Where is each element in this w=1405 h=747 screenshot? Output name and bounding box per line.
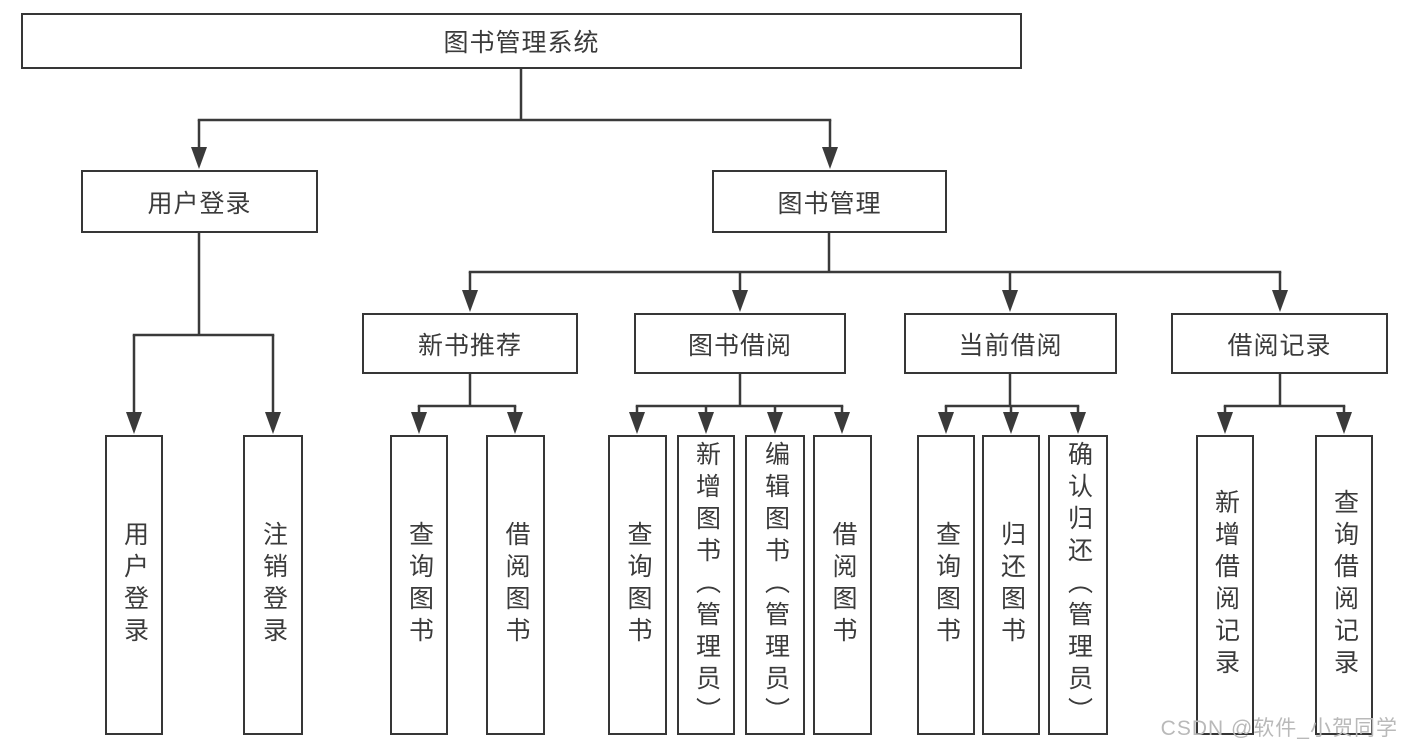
node-current-borrowing: 当前借阅: [904, 313, 1117, 374]
node-label: 借阅图书: [502, 521, 530, 649]
leaf-return-books: 归还图书: [982, 435, 1040, 735]
node-label: 新增借阅记录: [1211, 489, 1240, 681]
node-label: 图书管理系统: [443, 29, 600, 57]
node-label: 查询图书: [624, 521, 652, 649]
leaf-logout: 注销登录: [243, 435, 303, 735]
leaf-add-borrow-record: 新增借阅记录: [1196, 435, 1254, 735]
leaf-query-books-borrow: 查询图书: [608, 435, 667, 735]
node-label: 查询借阅记录: [1330, 489, 1359, 681]
node-label: 图书借阅: [687, 331, 792, 360]
leaf-add-books-admin: 新增图书（管理员）: [677, 435, 735, 735]
leaf-edit-books-admin: 编辑图书（管理员）: [745, 435, 805, 735]
node-label: 新书推荐: [417, 331, 522, 360]
node-label: 用户登录: [120, 521, 149, 649]
node-label: 新增图书（管理员）: [692, 441, 721, 729]
leaf-query-books-current: 查询图书: [917, 435, 975, 735]
node-label: 当前借阅: [958, 331, 1063, 360]
leaf-user-login: 用户登录: [105, 435, 163, 735]
leaf-query-borrow-record: 查询借阅记录: [1315, 435, 1373, 735]
node-label: 借阅图书: [829, 521, 857, 649]
leaf-query-books-recommend: 查询图书: [390, 435, 448, 735]
node-label: 确认归还（管理员）: [1064, 441, 1093, 729]
leaf-confirm-return-admin: 确认归还（管理员）: [1048, 435, 1108, 735]
node-root-library-system: 图书管理系统: [21, 13, 1022, 69]
node-label: 查询图书: [405, 521, 434, 649]
leaf-borrow-books-recommend: 借阅图书: [486, 435, 545, 735]
node-label: 图书管理: [777, 189, 882, 218]
node-label: 查询图书: [932, 521, 961, 649]
node-book-borrowing: 图书借阅: [634, 313, 846, 374]
node-label: 借阅记录: [1227, 331, 1332, 360]
node-label: 归还图书: [997, 521, 1026, 649]
node-new-book-recommendation: 新书推荐: [362, 313, 578, 374]
node-label: 注销登录: [259, 521, 288, 649]
csdn-watermark: CSDN @软件_小贺同学: [1160, 717, 1398, 740]
node-user-login: 用户登录: [81, 170, 318, 233]
leaf-borrow-books: 借阅图书: [813, 435, 872, 735]
node-label: 用户登录: [147, 189, 252, 218]
arrowheads: [126, 147, 1352, 434]
node-book-management: 图书管理: [712, 170, 947, 233]
node-borrowing-records: 借阅记录: [1171, 313, 1388, 374]
node-label: 编辑图书（管理员）: [761, 441, 790, 729]
